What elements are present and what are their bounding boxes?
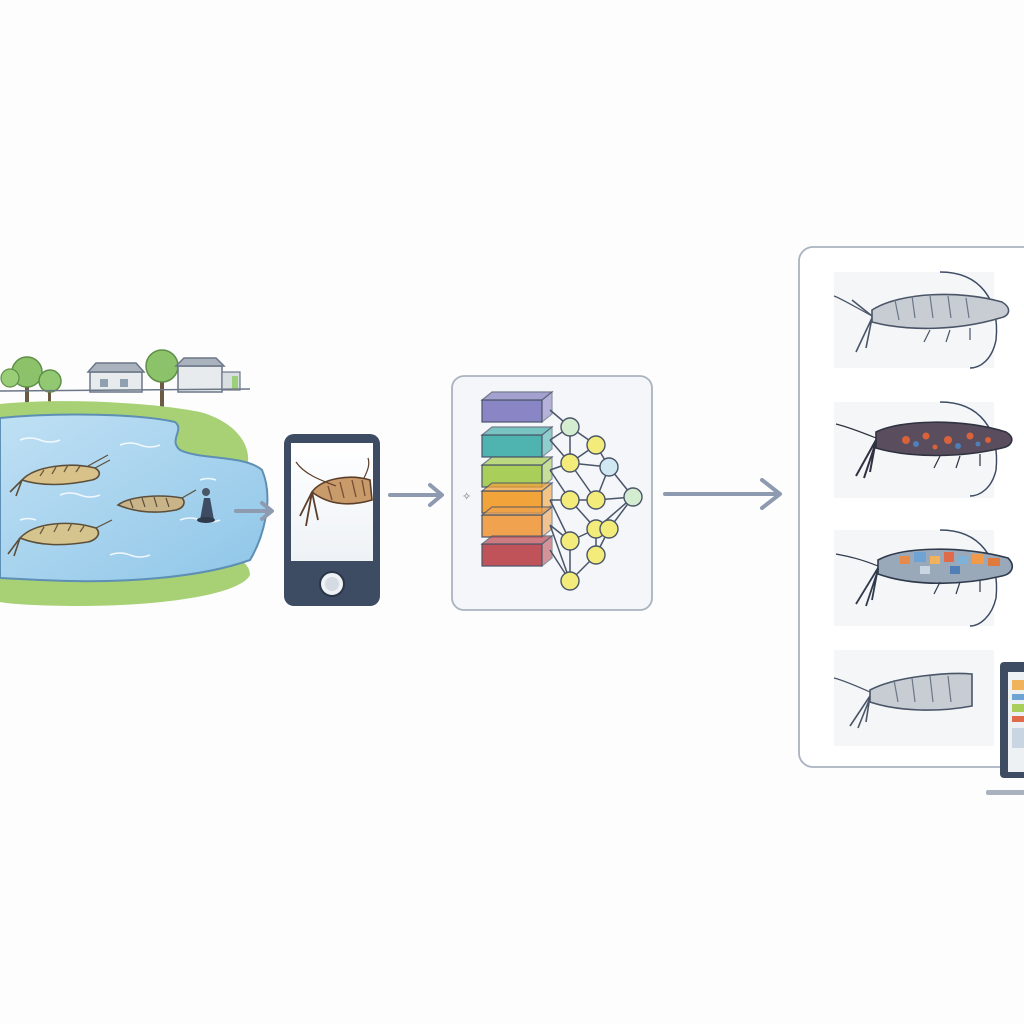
layer-stack xyxy=(480,390,554,568)
network-node xyxy=(586,490,606,510)
network-nodes xyxy=(560,417,643,591)
network-node xyxy=(560,453,580,473)
pond-shrimp-icon xyxy=(7,519,113,557)
smartphone-camera-icon xyxy=(284,434,380,606)
shrimp-colorful-icon xyxy=(834,529,1014,627)
neural-network-model-icon: ✧ xyxy=(451,375,653,611)
arrow-right-icon xyxy=(388,483,444,507)
network-node xyxy=(560,490,580,510)
shrimp-dark-spotted-icon xyxy=(834,401,1013,498)
shrimp-gray-cropped-icon xyxy=(833,650,994,746)
network-layer-block xyxy=(480,390,554,424)
sparkle-icon: ✧ xyxy=(462,490,471,503)
arrow-right-icon xyxy=(663,478,782,510)
laptop-icon xyxy=(986,662,1024,795)
network-edges xyxy=(549,409,634,582)
network-node xyxy=(586,435,606,455)
arrow-right-icon xyxy=(234,501,274,521)
network-node xyxy=(623,487,643,507)
pond-shrimp-icon xyxy=(9,454,111,497)
network-layer-block xyxy=(480,534,554,568)
pond-shrimp-icon xyxy=(116,489,197,513)
network-node xyxy=(560,531,580,551)
shrimp-gray-icon xyxy=(833,271,1010,369)
network-layer-block xyxy=(480,505,554,539)
network-node xyxy=(599,519,619,539)
network-node xyxy=(586,545,606,565)
network-layer-block xyxy=(480,455,554,489)
person-icon xyxy=(197,488,215,523)
tree-icon xyxy=(0,349,179,408)
house-icon xyxy=(86,357,241,393)
network-node xyxy=(560,571,580,591)
phone-screen-shrimp-icon xyxy=(295,457,373,527)
network-layer-block xyxy=(480,425,554,459)
network-node xyxy=(599,457,619,477)
pond-with-shrimp-illustration xyxy=(0,349,269,606)
classified-shrimp-results-panel xyxy=(798,246,1024,768)
network-node xyxy=(560,417,580,437)
